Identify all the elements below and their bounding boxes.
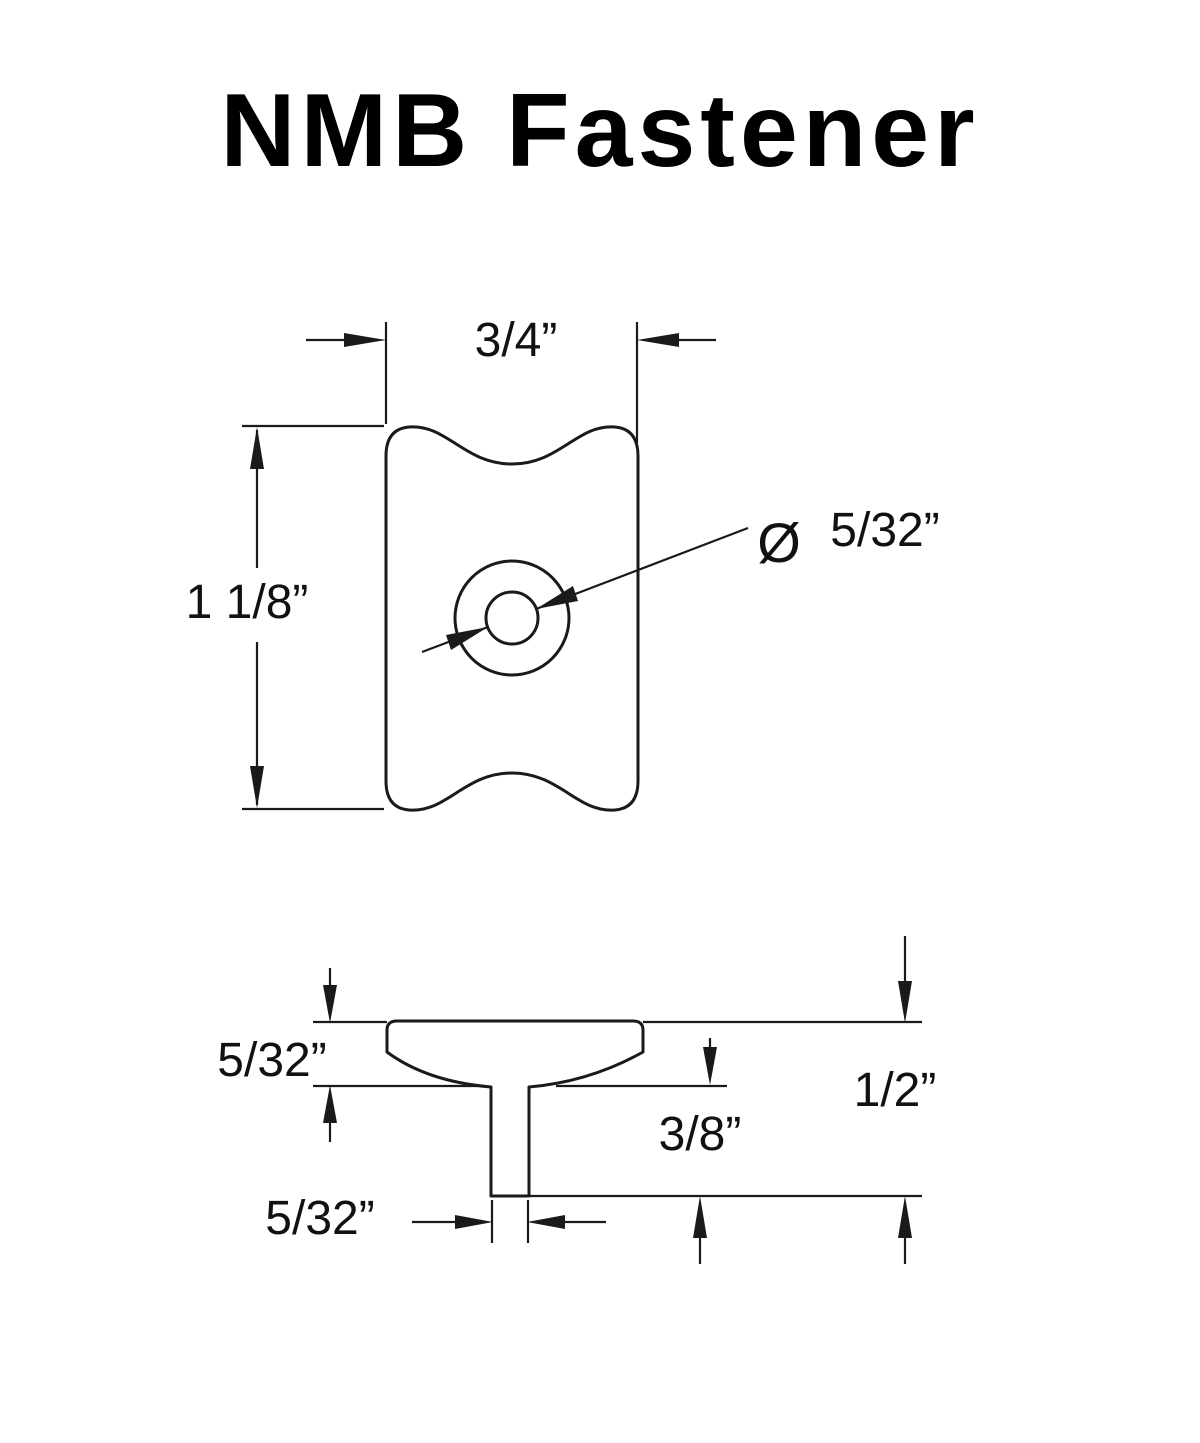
side-view: 5/32” 1/2” 3/8” <box>217 936 936 1264</box>
plate-thickness-label: 5/32” <box>217 1034 326 1087</box>
stem-width-dimension: 5/32” <box>265 1192 606 1245</box>
stem-length-label: 3/8” <box>659 1108 742 1161</box>
stem-length-dimension: 3/8” <box>556 1038 741 1264</box>
arrowhead-upright-icon <box>446 627 488 650</box>
overall-height-dimension: 1/2” <box>529 936 936 1264</box>
height-dimension-label: 1 1/8” <box>186 576 309 629</box>
arrowhead-up-icon <box>898 1196 912 1238</box>
arrowhead-down-icon <box>898 981 912 1023</box>
arrowhead-down-icon <box>703 1047 717 1085</box>
top-view: 3/4” 1 1/8” Ø 5/32” <box>186 314 940 812</box>
width-dimension-label: 3/4” <box>475 314 558 367</box>
overall-height-label: 1/2” <box>854 1064 937 1117</box>
width-dimension: 3/4” <box>306 314 716 443</box>
hole-circle <box>484 590 540 646</box>
diagram-title: NMB Fastener <box>220 73 980 189</box>
arrowhead-up-icon <box>250 427 264 469</box>
arrowhead-right-icon <box>344 333 386 347</box>
diameter-symbol: Ø <box>757 511 801 574</box>
arrowhead-up-icon <box>693 1196 707 1238</box>
height-dimension: 1 1/8” <box>186 424 384 811</box>
arrowhead-downleft-icon <box>536 586 578 609</box>
arrowhead-up-icon <box>323 1085 337 1123</box>
fastener-profile-outline <box>385 1019 645 1198</box>
hole-boss-circle <box>453 559 571 677</box>
arrowhead-down-icon <box>250 766 264 808</box>
plate-thickness-dimension: 5/32” <box>217 968 478 1142</box>
hole-diameter-label: 5/32” <box>830 504 939 557</box>
stem-width-label: 5/32” <box>265 1192 374 1245</box>
fastener-body-outline <box>384 425 640 812</box>
arrowhead-right-icon <box>455 1215 493 1229</box>
hole-diameter-callout: Ø 5/32” <box>421 504 940 654</box>
arrowhead-left-icon <box>527 1215 565 1229</box>
arrowhead-down-icon <box>323 985 337 1023</box>
arrowhead-left-icon <box>637 333 679 347</box>
